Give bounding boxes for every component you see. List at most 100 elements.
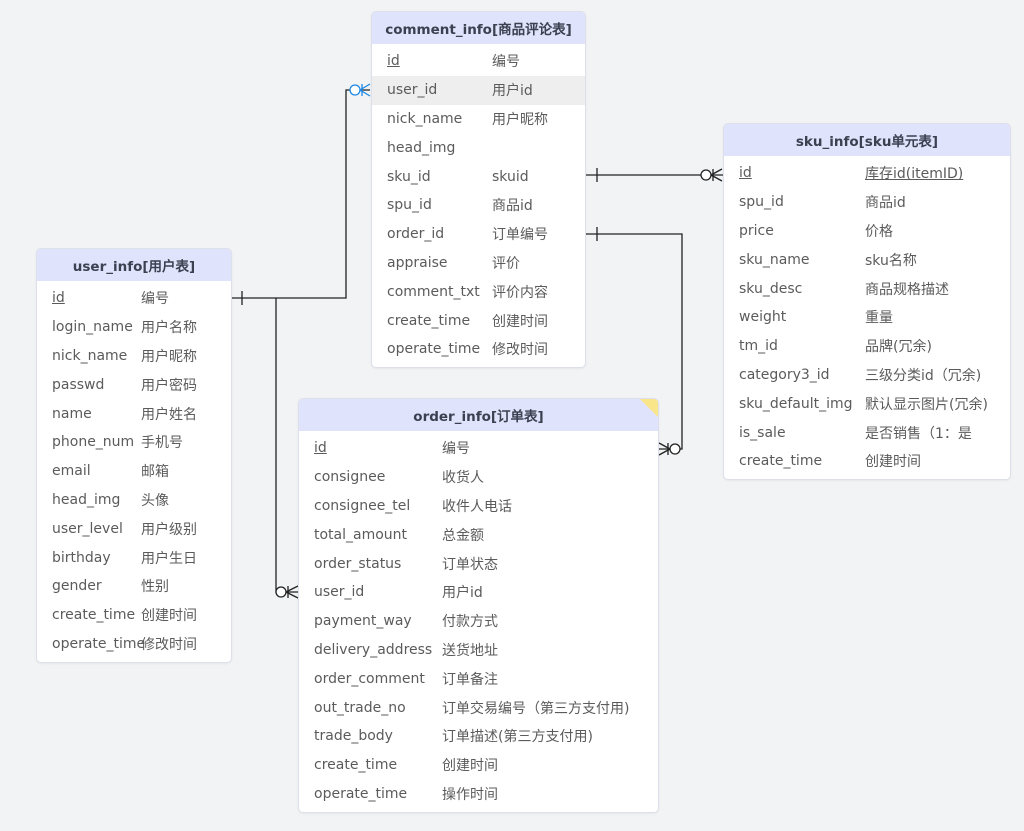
field-name: order_status (314, 555, 402, 572)
field-description: 用户昵称 (492, 111, 548, 128)
field-name: user_level (52, 520, 123, 537)
entity-title: order_info[订单表] (299, 399, 658, 431)
field-name: id (387, 53, 400, 70)
field-name: create_time (52, 607, 136, 624)
field-name: total_amount (314, 526, 408, 543)
field-description: 用户密码 (141, 377, 197, 394)
field-row[interactable]: operate_time 操作时间 (299, 780, 658, 809)
field-description: 操作时间 (442, 786, 498, 803)
field-row[interactable]: delivery_address 送货地址 (299, 636, 658, 665)
entity-title: sku_info[sku单元表] (724, 124, 1010, 156)
field-description: sku名称 (865, 252, 917, 269)
field-row[interactable]: user_id 用户id (299, 578, 658, 607)
relationship-comment-sku[interactable] (586, 168, 723, 182)
field-row[interactable]: user_id 用户id (372, 75, 585, 105)
field-name: email (52, 463, 91, 480)
field-description: 库存id(itemID) (865, 166, 964, 183)
relationship-user-comment[interactable] (231, 83, 371, 305)
field-name: sku_default_img (739, 395, 853, 412)
field-description: 编号 (492, 54, 520, 71)
field-name: name (52, 405, 92, 422)
entity-title: user_info[用户表] (37, 249, 231, 281)
field-name: delivery_address (314, 641, 433, 658)
field-description: 头像 (141, 492, 169, 509)
field-name: user_id (387, 82, 438, 99)
field-row[interactable]: head_img (372, 133, 585, 162)
field-name: create_time (387, 312, 471, 329)
field-description: 用户id (492, 83, 533, 100)
field-name: id (739, 165, 752, 182)
field-name: birthday (52, 549, 111, 566)
field-description: 付款方式 (442, 614, 498, 631)
field-description: 收货人 (442, 470, 484, 487)
field-name: sku_id (387, 168, 431, 185)
field-row[interactable]: id 库存id(itemID) (724, 159, 1010, 188)
field-name: operate_time (52, 635, 146, 652)
field-description: 订单状态 (442, 556, 498, 573)
field-name: weight (739, 309, 787, 326)
field-description: 送货地址 (442, 642, 498, 659)
field-name: order_id (387, 226, 445, 243)
field-description: 创建时间 (442, 758, 498, 775)
relationship-user-order[interactable] (275, 298, 299, 599)
field-name: id (314, 440, 327, 457)
field-row[interactable]: order_status 订单状态 (299, 549, 658, 578)
field-name: operate_time (314, 785, 408, 802)
field-description: 用户id (442, 585, 483, 602)
field-description: 用户名称 (141, 320, 197, 337)
field-description: 是否销售（1：是 (865, 425, 972, 442)
field-name: id (52, 290, 65, 307)
field-name: out_trade_no (314, 699, 406, 716)
field-name: user_id (314, 584, 365, 601)
field-row[interactable]: id 编号 (372, 47, 585, 76)
field-description: 订单备注 (442, 671, 498, 688)
